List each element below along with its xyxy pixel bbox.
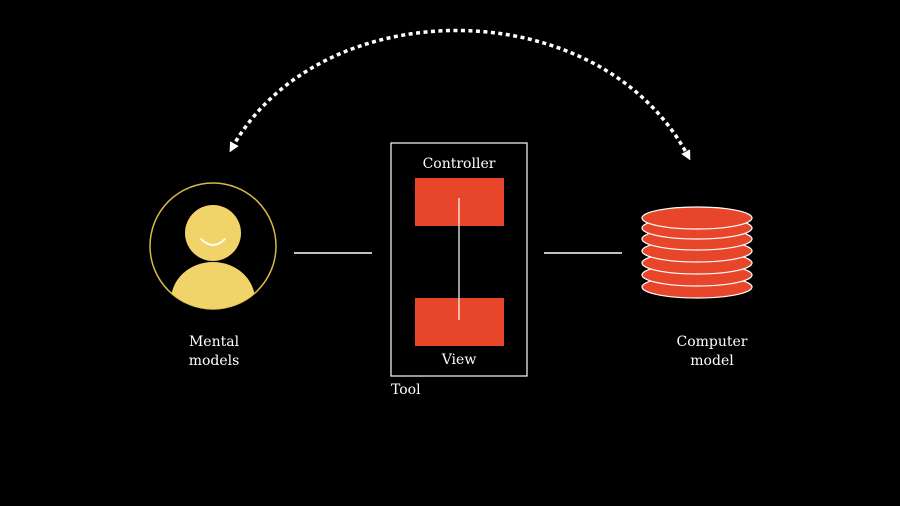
person-icon: [149, 182, 277, 310]
person-smile: [200, 238, 226, 246]
computer-model-label: Computer model: [662, 333, 762, 371]
person-head: [185, 205, 241, 261]
controller-label: Controller: [422, 156, 496, 172]
mental-models-line2: models: [188, 353, 240, 369]
view-label: View: [441, 352, 477, 368]
mental-models-label: Mental models: [164, 333, 264, 371]
feedback-arc-arrow: [229, 28, 691, 161]
mental-models-line1: Mental: [188, 334, 240, 350]
tool-label: Tool: [391, 382, 421, 398]
computer-model-line2: model: [690, 353, 734, 369]
person-body: [171, 262, 255, 309]
computer-model-line1: Computer: [676, 334, 748, 350]
database-stack-icon: [641, 206, 753, 299]
tool-box: [390, 142, 528, 377]
